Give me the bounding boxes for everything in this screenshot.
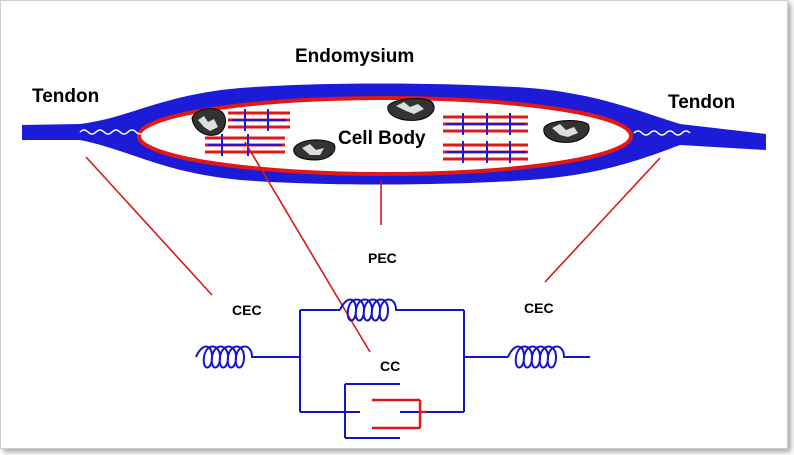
label-endomysium: Endomysium [295,46,414,67]
label-tendon-left: Tendon [32,86,99,107]
label-cec-right: CEC [524,300,554,316]
spring-cec-right [507,345,590,369]
diagram-frame [0,0,788,449]
label-cell-body: Cell Body [338,128,426,149]
label-cec-left: CEC [232,302,262,318]
cc-red-comb [372,398,426,430]
myofibril-group-left [205,109,290,156]
nucleus [293,139,336,161]
spring-cec-left [195,345,300,369]
leader-line-cec-right [544,157,661,283]
nucleus [543,120,590,143]
nucleus [387,98,435,121]
label-tendon-right: Tendon [668,92,735,113]
spring-pec [339,298,464,322]
leader-line-cec-left [85,156,213,296]
tendon-right-squiggle [633,130,691,136]
mechanical-model [195,298,590,439]
nucleus [191,108,226,136]
label-cc: CC [380,358,400,374]
myofibril-group-right [443,113,528,163]
tendon-left-squiggle [79,129,153,135]
label-pec: PEC [368,250,397,266]
